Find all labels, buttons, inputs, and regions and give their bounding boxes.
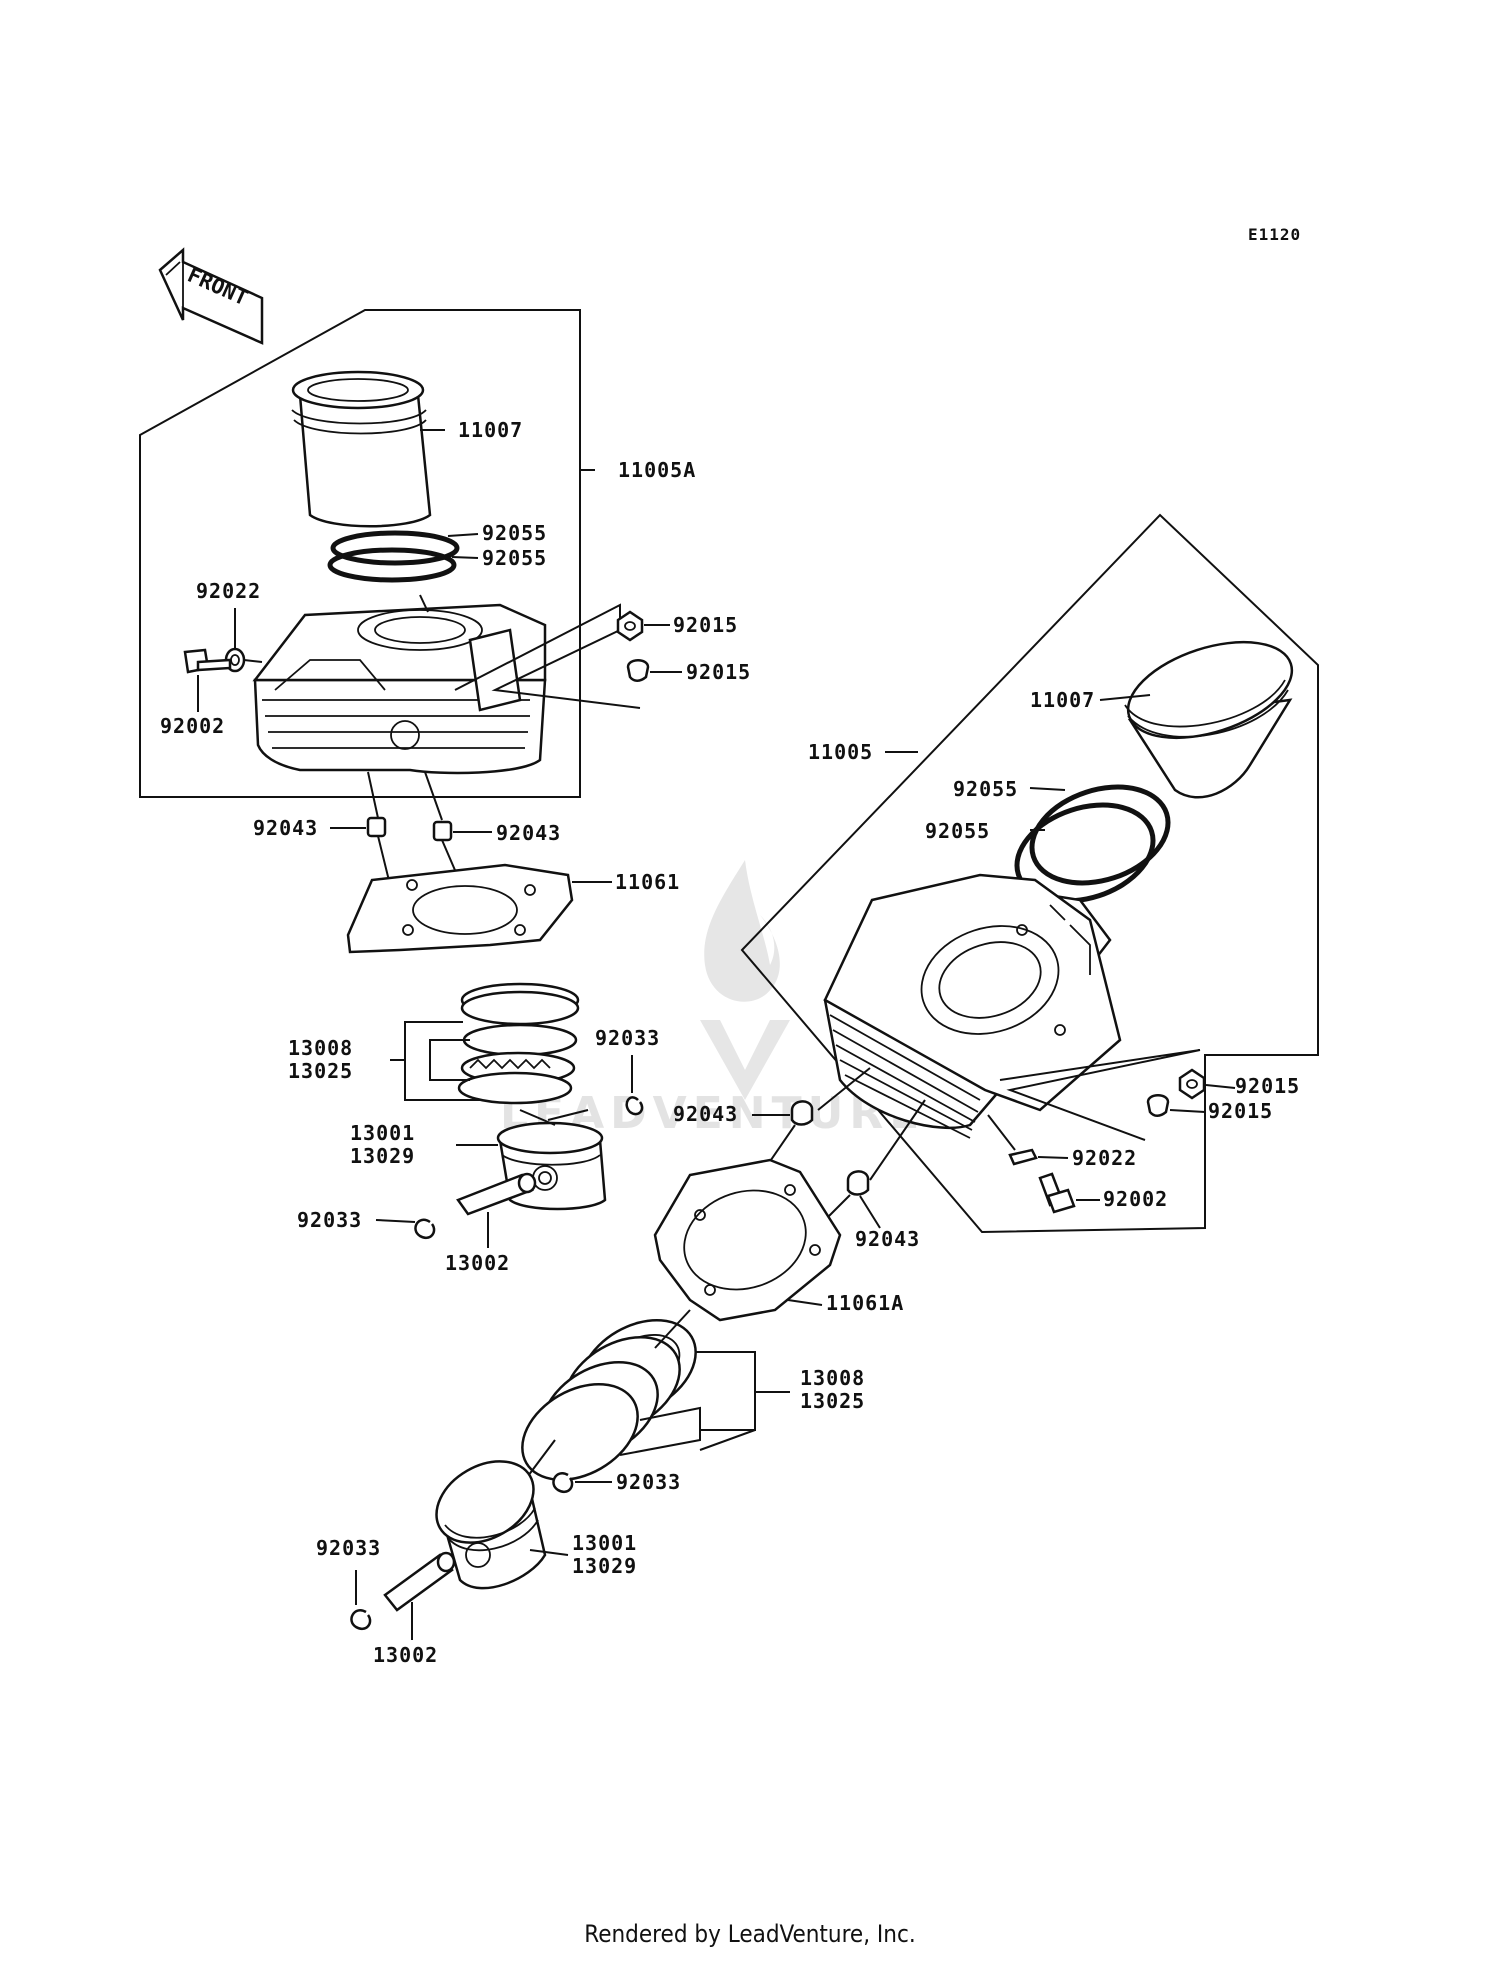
footer-credit: Rendered by LeadVenture, Inc. xyxy=(584,1920,916,1948)
lower-label-nut-b: 92015 xyxy=(1208,1099,1273,1123)
lower-label-gasket: 11061A xyxy=(826,1291,904,1315)
upper-label-circlip-right: 92033 xyxy=(595,1026,660,1050)
upper-nut-b xyxy=(626,659,650,682)
lower-nut-a xyxy=(1178,1068,1206,1100)
upper-label-piston-b: 13029 xyxy=(350,1144,415,1168)
upper-sleeve xyxy=(291,370,432,528)
upper-assembly: 11005A 11007 92055 92055 xyxy=(139,309,751,1275)
upper-label-dowel-right: 92043 xyxy=(496,821,561,845)
lower-frame xyxy=(740,513,1319,1234)
lower-label-piston-a: 13001 xyxy=(572,1531,637,1555)
upper-label-piston-a: 13001 xyxy=(350,1121,415,1145)
lower-label-sleeve: 11007 xyxy=(1030,688,1095,712)
lower-label-o-ring-a: 92055 xyxy=(953,777,1018,801)
upper-nut-a xyxy=(616,610,644,642)
upper-dowel-left xyxy=(366,816,387,838)
upper-cylinder-block xyxy=(252,603,547,775)
upper-label-nut-a: 92015 xyxy=(673,613,738,637)
lower-label-rings-a: 13008 xyxy=(800,1366,865,1390)
lower-base-gasket xyxy=(653,1158,842,1322)
lower-label-circlip-left: 92033 xyxy=(316,1536,381,1560)
upper-label-circlip-left: 92033 xyxy=(297,1208,362,1232)
front-arrow: FRONT xyxy=(158,247,264,345)
lower-circlip-left xyxy=(350,1609,372,1631)
lower-nut-b xyxy=(1146,1094,1170,1117)
upper-label-washer: 92022 xyxy=(196,579,261,603)
lower-label-washer: 92022 xyxy=(1072,1146,1137,1170)
upper-label-dowel-left: 92043 xyxy=(253,816,318,840)
lower-label-nut-a: 92015 xyxy=(1235,1074,1300,1098)
lower-label-rings-b: 13025 xyxy=(800,1389,865,1413)
lower-washer xyxy=(1008,1148,1038,1166)
lower-sleeve xyxy=(1124,640,1294,799)
lower-label-dowel-right: 92043 xyxy=(855,1227,920,1251)
upper-label-rings-a: 13008 xyxy=(288,1036,353,1060)
upper-base-gasket xyxy=(346,863,574,954)
upper-o-ring-a xyxy=(330,530,460,566)
upper-label-bolt: 92002 xyxy=(160,714,225,738)
lower-assembly: 11005 11007 92055 92055 xyxy=(316,513,1319,1667)
upper-label-rings-b: 13025 xyxy=(288,1059,353,1083)
lower-label-pin: 13002 xyxy=(373,1643,438,1667)
lower-label-cylinder-assy: 11005 xyxy=(808,740,873,764)
upper-label-pin: 13002 xyxy=(445,1251,510,1275)
upper-label-o-ring-b: 92055 xyxy=(482,546,547,570)
upper-frame xyxy=(139,309,581,798)
upper-piston-rings xyxy=(457,982,580,1105)
lower-label-piston-b: 13029 xyxy=(572,1554,637,1578)
lower-piston xyxy=(435,1460,547,1590)
lower-dowel-right xyxy=(846,1170,870,1196)
lower-o-ring-a xyxy=(1029,784,1171,886)
upper-label-nut-b: 92015 xyxy=(686,660,751,684)
upper-bolt xyxy=(183,648,232,674)
lower-label-bolt: 92002 xyxy=(1103,1187,1168,1211)
lower-o-ring-b xyxy=(1014,802,1156,904)
lower-circlip-right xyxy=(552,1472,574,1494)
lower-cylinder-block xyxy=(823,873,1122,1139)
upper-o-ring-b xyxy=(327,547,457,583)
upper-circlip-left xyxy=(414,1218,436,1240)
upper-circlip-right xyxy=(625,1096,644,1116)
upper-dowel-right xyxy=(432,820,453,842)
upper-label-o-ring-a: 92055 xyxy=(482,521,547,545)
lower-dowel-left xyxy=(790,1100,814,1126)
upper-label-sleeve: 11007 xyxy=(458,418,523,442)
lower-label-circlip-right: 92033 xyxy=(616,1470,681,1494)
diagram-code: E1120 xyxy=(1248,225,1301,244)
lower-label-o-ring-b: 92055 xyxy=(925,819,990,843)
lower-label-dowel-left: 92043 xyxy=(673,1102,738,1126)
upper-label-gasket: 11061 xyxy=(615,870,680,894)
lower-piston-pin xyxy=(383,1551,456,1612)
lower-bolt xyxy=(1038,1172,1076,1214)
lower-piston-rings xyxy=(521,1318,697,1482)
upper-label-cylinder-assy: 11005A xyxy=(618,458,696,482)
upper-piston-pin xyxy=(456,1172,537,1216)
